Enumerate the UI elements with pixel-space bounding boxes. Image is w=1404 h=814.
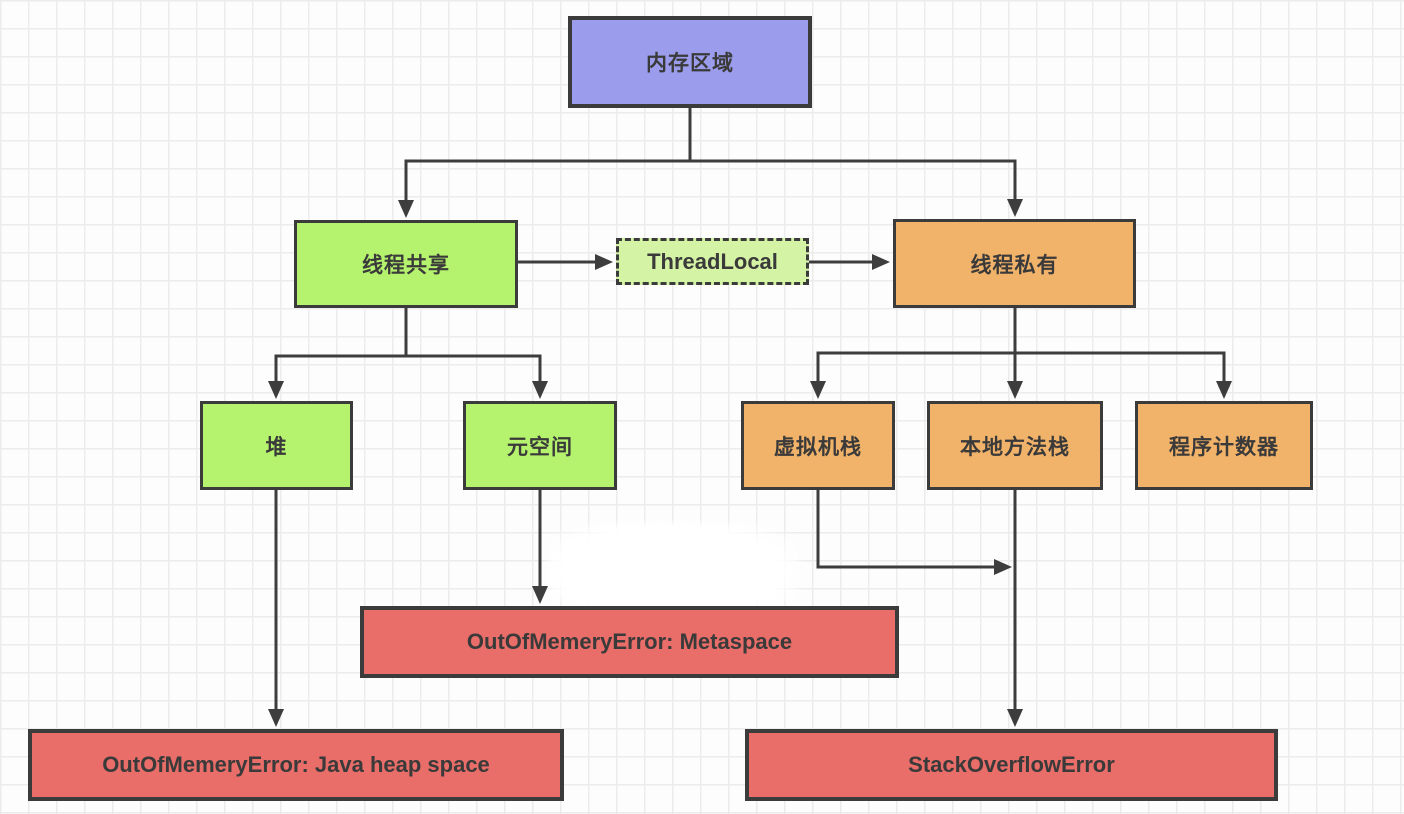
- node-program-counter-label: 程序计数器: [1169, 435, 1279, 459]
- node-native-method-stack-label: 本地方法栈: [960, 435, 1070, 459]
- node-stack-overflow-error: StackOverflowError: [745, 729, 1278, 801]
- arrowhead-thread_shared-to-thread_local: [595, 254, 613, 270]
- connector-root-to-thread_private: [690, 159, 1017, 199]
- node-heap-label: 堆: [265, 435, 288, 459]
- arrowhead-root-to-thread_shared: [398, 200, 414, 218]
- node-vm-stack-label: 虚拟机栈: [774, 435, 862, 459]
- arrowhead-thread_private-to-program_counter: [1216, 381, 1232, 399]
- node-thread-shared-label: 线程共享: [362, 254, 450, 277]
- node-thread-shared: 线程共享: [294, 220, 518, 308]
- arrowhead-heap-to-oom_heap: [268, 709, 284, 727]
- node-stack-overflow-error-label: StackOverflowError: [908, 752, 1115, 777]
- node-program-counter: 程序计数器: [1135, 401, 1313, 490]
- connector-thread_private-to-program_counter: [1015, 351, 1226, 381]
- node-thread-private: 线程私有: [893, 219, 1136, 308]
- arrowhead-vm_stack-to-stack_overflow: [994, 559, 1012, 575]
- connector-thread_shared-to-heap: [274, 354, 406, 381]
- node-thread-private-label: 线程私有: [970, 253, 1059, 277]
- node-memory-area: 内存区域: [568, 16, 812, 108]
- arrowhead-thread_shared-to-heap: [268, 381, 284, 399]
- node-memory-area-label: 内存区域: [646, 52, 734, 75]
- node-vm-stack: 虚拟机栈: [741, 401, 895, 490]
- arrowhead-native_stack-to-stack_overflow: [1007, 709, 1023, 727]
- arrowhead-thread_local-to-thread_private: [872, 254, 890, 270]
- arrowhead-thread_private-to-vm_stack: [810, 381, 826, 399]
- connector-thread_private-to-vm_stack: [816, 351, 1015, 381]
- node-oom-metaspace: OutOfMemeryError: Metaspace: [360, 606, 899, 678]
- node-oom-metaspace-label: OutOfMemeryError: Metaspace: [466, 629, 793, 654]
- node-metaspace: 元空间: [463, 401, 617, 490]
- arrowhead-root-to-thread_private: [1007, 199, 1023, 217]
- connector-root-to-thread_shared: [404, 159, 690, 200]
- arrowhead-thread_shared-to-metaspace: [532, 381, 548, 399]
- node-thread-local: ThreadLocal: [616, 238, 809, 285]
- node-metaspace-label: 元空间: [507, 435, 573, 459]
- connector-vm_stack-to-stack_overflow: [816, 490, 994, 569]
- arrowhead-thread_private-to-native_stack: [1007, 381, 1023, 399]
- arrowhead-metaspace-to-oom_metaspace: [532, 586, 548, 604]
- node-thread-local-label: ThreadLocal: [647, 248, 778, 274]
- node-heap: 堆: [200, 401, 353, 490]
- node-oom-java-heap-space: OutOfMemeryError: Java heap space: [28, 729, 564, 801]
- connector-thread_shared-to-metaspace: [406, 354, 542, 381]
- node-native-method-stack: 本地方法栈: [927, 401, 1103, 490]
- node-oom-java-heap-space-label: OutOfMemeryError: Java heap space: [102, 752, 490, 777]
